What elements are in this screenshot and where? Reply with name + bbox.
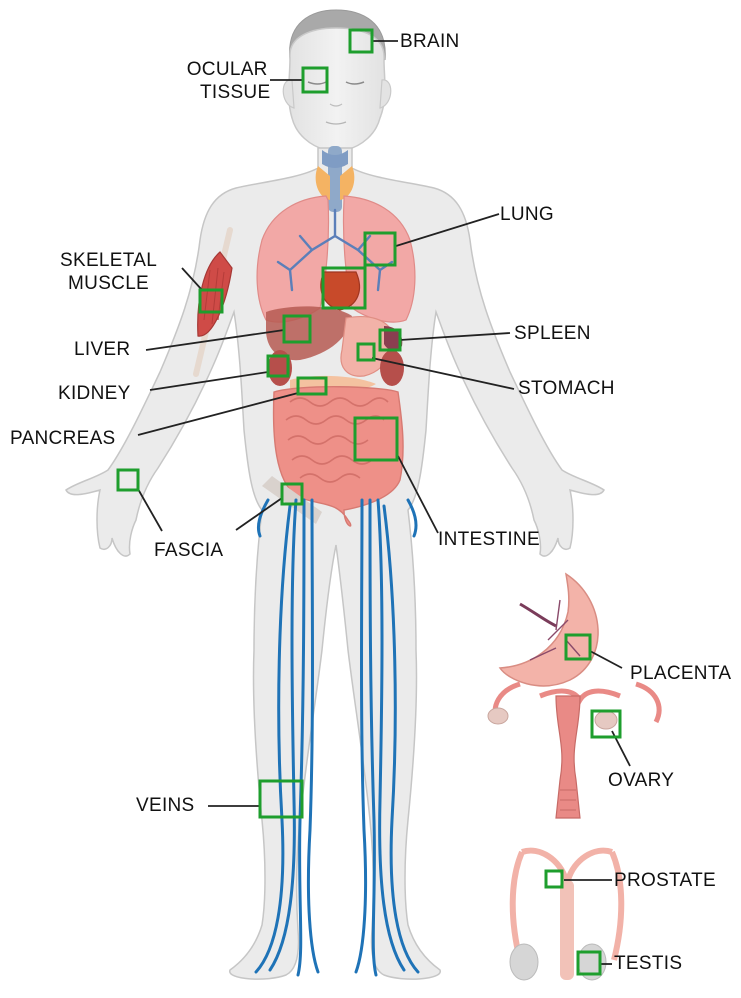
label-skeletal-muscle: SKELETAL MUSCLE bbox=[60, 249, 157, 295]
male-reproductive-illustration bbox=[510, 851, 621, 980]
label-lung: LUNG bbox=[500, 203, 554, 226]
placenta-illustration bbox=[500, 574, 598, 686]
label-ovary: OVARY bbox=[608, 769, 674, 792]
label-kidney: KIDNEY bbox=[58, 382, 131, 405]
label-testis: TESTIS bbox=[614, 952, 682, 975]
label-prostate: PROSTATE bbox=[614, 869, 716, 892]
uterus-illustration bbox=[488, 684, 659, 818]
label-ocular-tissue: OCULAR TISSUE bbox=[184, 58, 270, 104]
label-spleen: SPLEEN bbox=[514, 322, 591, 345]
label-liver: LIVER bbox=[74, 338, 130, 361]
label-brain: BRAIN bbox=[400, 30, 460, 53]
label-stomach: STOMACH bbox=[518, 377, 615, 400]
marker-prostate bbox=[546, 871, 562, 887]
label-veins: VEINS bbox=[136, 794, 195, 817]
label-fascia: FASCIA bbox=[154, 539, 223, 562]
label-placenta: PLACENTA bbox=[630, 662, 731, 685]
label-pancreas: PANCREAS bbox=[10, 427, 116, 450]
label-intestine: INTESTINE bbox=[438, 528, 540, 551]
